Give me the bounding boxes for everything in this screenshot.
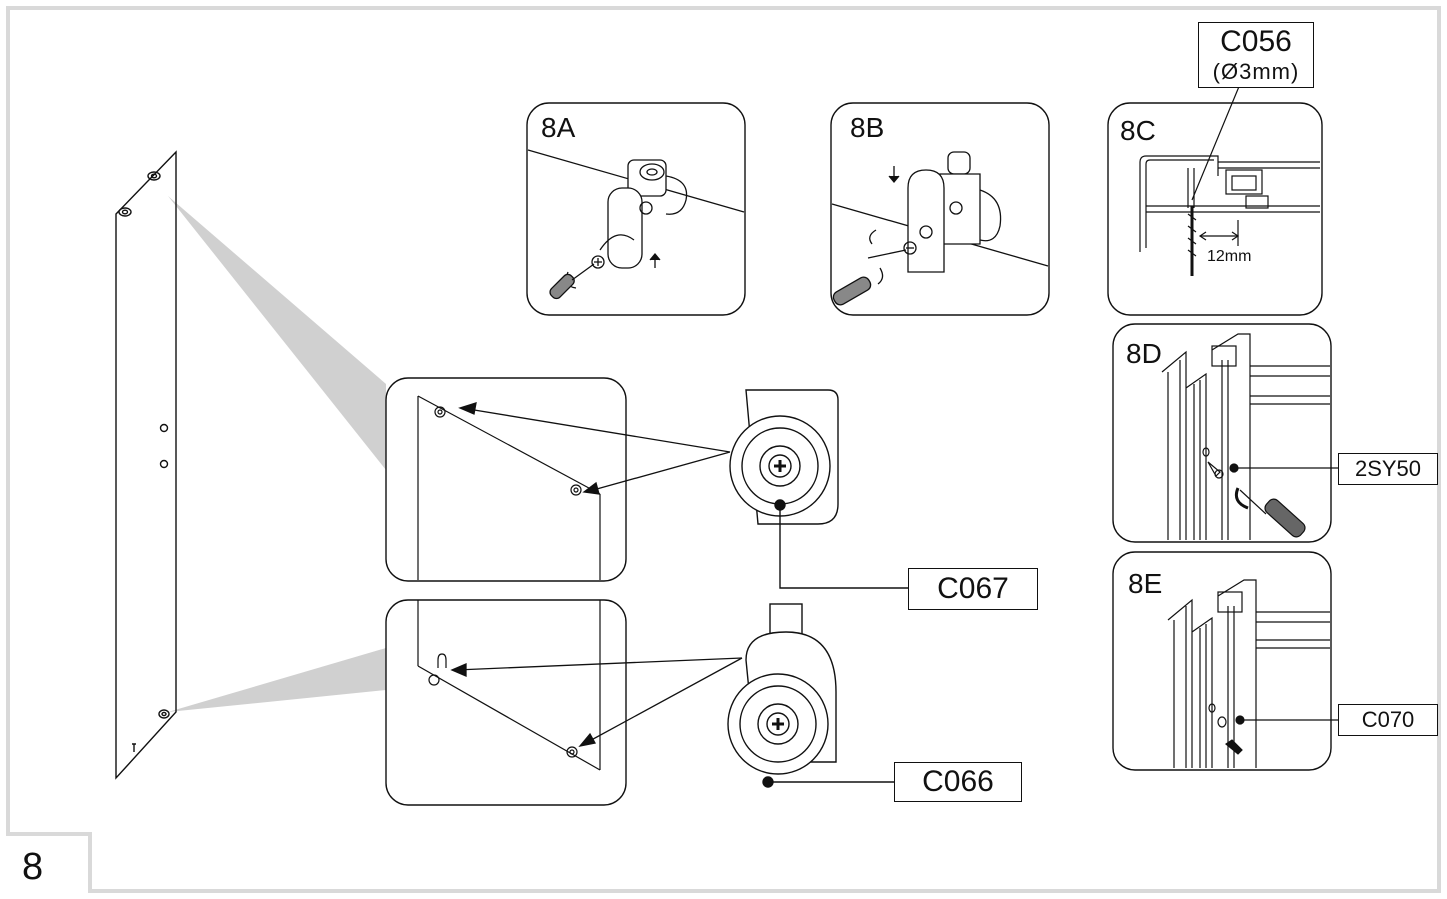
panel-label-8e: 8E xyxy=(1128,568,1163,599)
zoom-wedge-top xyxy=(168,196,386,470)
panel-8a-illustration xyxy=(527,149,745,300)
panel-label-8c: 8C xyxy=(1120,115,1156,146)
hinge-c066 xyxy=(727,603,837,775)
panel-8e-frame xyxy=(1112,551,1332,771)
panel-8c-illustration xyxy=(1139,59,1320,276)
drill-diameter: (Ø3mm) xyxy=(1212,59,1300,84)
part-label-c067: C067 xyxy=(908,568,1038,610)
panel-8b-illustration xyxy=(831,151,1049,306)
step-number: 8 xyxy=(22,846,44,888)
step-tab xyxy=(8,832,92,891)
glass-panel xyxy=(115,150,177,780)
part-label-c070: C070 xyxy=(1338,704,1438,736)
part-code-c056: C056 xyxy=(1220,25,1292,58)
part-label-c066: C066 xyxy=(894,762,1022,802)
panel-label-8d: 8D xyxy=(1126,338,1162,369)
detail-box-top xyxy=(385,377,627,582)
arrows-c067 xyxy=(458,402,731,495)
dimension-12mm: 12mm xyxy=(1207,248,1252,265)
detail-box-bottom xyxy=(385,599,627,806)
leader-c066 xyxy=(762,776,894,788)
part-label-c056: C056 (Ø3mm) xyxy=(1198,22,1314,88)
detail-top-illustration xyxy=(417,395,601,580)
arrows-c066 xyxy=(450,657,743,747)
leader-c067 xyxy=(774,499,908,589)
panel-8e-illustration xyxy=(1167,579,1338,768)
detail-bottom-illustration xyxy=(417,600,601,771)
part-label-2sy50: 2SY50 xyxy=(1338,453,1438,485)
panel-8d-illustration xyxy=(1161,333,1338,540)
zoom-wedge-bottom xyxy=(168,648,386,712)
panel-label-8a: 8A xyxy=(541,112,576,143)
panel-label-8b: 8B xyxy=(850,112,885,143)
